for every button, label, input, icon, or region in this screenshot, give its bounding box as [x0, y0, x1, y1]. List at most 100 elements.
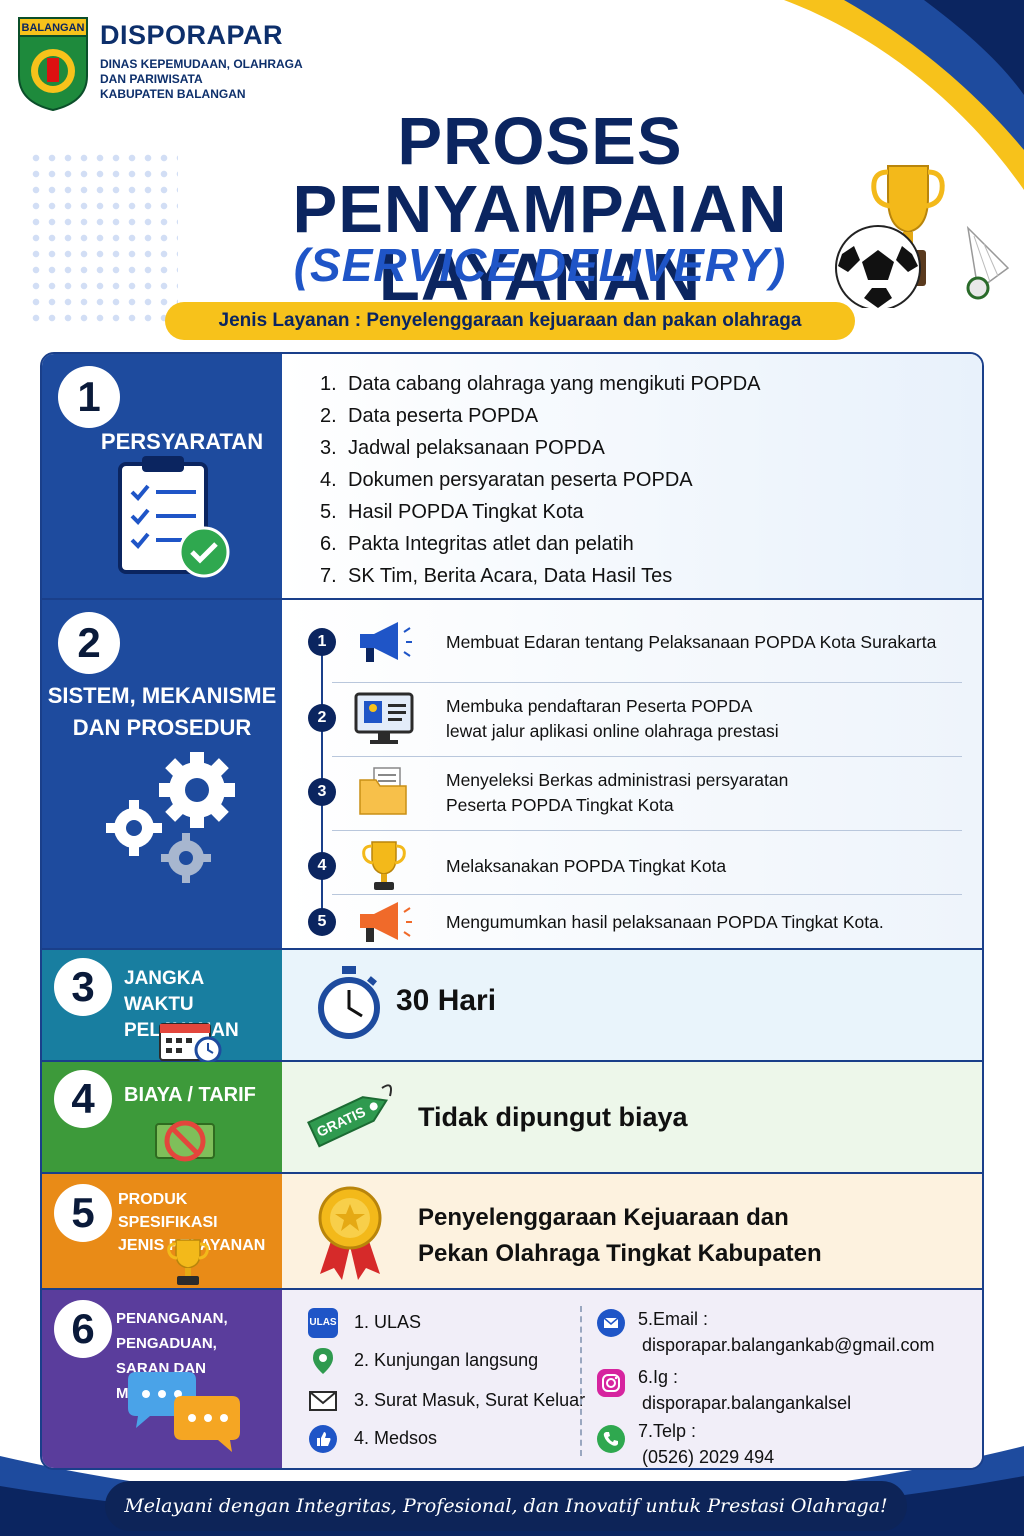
- step-text: Melaksanakan POPDA Tingkat Kota: [446, 856, 727, 876]
- list-item: 2.Data peserta POPDA: [320, 405, 539, 427]
- step-number: 4: [308, 852, 336, 880]
- section-number: 5: [54, 1184, 112, 1242]
- service-type-banner: Jenis Layanan : Penyelenggaraan kejuaraa…: [165, 302, 855, 340]
- section-4-content: GRATIS Tidak dipungut biaya: [282, 1062, 982, 1172]
- step-divider: [332, 682, 962, 683]
- section-4-header: 4 BIAYA / TARIF: [42, 1062, 282, 1172]
- section-persyaratan: 1 PERSYARATAN 1.Data cabang olahraga yan…: [42, 354, 982, 600]
- shield-logo-icon: BALANGAN: [18, 17, 88, 112]
- section-prosedur: 2 SISTEM, MEKANISME DAN PROSEDUR: [42, 600, 982, 950]
- phone-contact: 7.Telp : (0526) 2029 494: [638, 1421, 775, 1467]
- section-3-content: 30 Hari: [282, 950, 982, 1060]
- no-money-icon: [155, 1120, 215, 1162]
- channel-item: 2. Kunjungan langsung: [354, 1350, 539, 1370]
- list-item: 6.Pakta Integritas atlet dan pelatih: [320, 533, 634, 555]
- section-2-content: 1 Membuat Edaran tentang Pelaksanaan POP…: [282, 600, 982, 948]
- section-number: 2: [58, 612, 120, 674]
- section-produk: 5 PRODUK SPESIFIKASI JENIS PELAYANAN: [42, 1174, 982, 1290]
- channel-item: 4. Medsos: [354, 1428, 438, 1448]
- procedure-step: 5 Mengumumkan hasil pelaksanaan POPDA Ti…: [282, 892, 982, 952]
- footer-motto: Melayani dengan Integritas, Profesional,…: [105, 1481, 907, 1531]
- list-item: 1.Data cabang olahraga yang mengikuti PO…: [320, 373, 761, 395]
- phone-icon: [597, 1425, 625, 1453]
- step-divider: [332, 756, 962, 757]
- procedure-step: 3 Menyeleksi Berkas administrasi persyar…: [282, 762, 982, 822]
- step-text: Mengumumkan hasil pelaksanaan POPDA Ting…: [446, 912, 884, 932]
- step-text: Menyeleksi Berkas administrasi persyarat…: [446, 770, 789, 815]
- step-divider: [332, 894, 962, 895]
- trophy-icon: [362, 841, 406, 890]
- org-sub-line-3: KABUPATEN BALANGAN: [100, 87, 246, 101]
- shuttlecock-icon: [966, 225, 1010, 300]
- steps-connector: [321, 630, 323, 920]
- step-divider: [332, 830, 962, 831]
- email-contact: 5.Email : disporapar.balangankab@gmail.c…: [638, 1309, 935, 1355]
- envelope-icon: [309, 1391, 337, 1411]
- logo-text: BALANGAN: [22, 22, 85, 34]
- title-line-2: LAYANAN: [378, 240, 702, 315]
- gears-icon: [106, 752, 235, 883]
- section-number: 4: [54, 1070, 112, 1128]
- calendar-clock-icon: [159, 1023, 222, 1064]
- megaphone-icon: [360, 622, 412, 662]
- channel-item: 3. Surat Masuk, Surat Keluar: [354, 1390, 586, 1410]
- section-label: BIAYA / TARIF: [124, 1084, 256, 1106]
- service-table: 1 PERSYARATAN 1.Data cabang olahraga yan…: [40, 352, 984, 1470]
- procedure-step: 4 Melaksanakan POPDA Tingkat Kota: [282, 836, 982, 896]
- mail-icon: [597, 1309, 625, 1337]
- location-pin-icon: [313, 1348, 333, 1374]
- step-text: Membuka pendaftaran Peserta POPDA lewat …: [446, 696, 779, 741]
- product-value: Penyelenggaraan Kejuaraan dan Pekan Olah…: [418, 1204, 822, 1267]
- step-number: 5: [308, 908, 336, 936]
- section-5-header: 5 PRODUK SPESIFIKASI JENIS PELAYANAN: [42, 1174, 282, 1288]
- list-item: 3.Jadwal pelaksanaan POPDA: [320, 437, 605, 459]
- ulas-app-icon: ULAS: [308, 1308, 338, 1338]
- megaphone-icon: [360, 902, 412, 942]
- section-5-content: Penyelenggaraan Kejuaraan dan Pekan Olah…: [282, 1174, 982, 1288]
- requirements-list: 1.Data cabang olahraga yang mengikuti PO…: [320, 368, 760, 592]
- stopwatch-icon: [318, 966, 380, 1039]
- page-subtitle: (SERVICE DELIVERY): [293, 239, 787, 291]
- step-number: 3: [308, 778, 336, 806]
- list-item: 5.Hasil POPDA Tingkat Kota: [320, 501, 584, 523]
- list-item: 4.Dokumen persyaratan peserta POPDA: [320, 469, 693, 491]
- step-text: Membuat Edaran tentang Pelaksanaan POPDA…: [446, 632, 937, 652]
- medal-icon: [318, 1186, 382, 1280]
- contacts-divider: [580, 1306, 582, 1456]
- procedure-step: 2 Membuka pendaftaran Peserta POPDA lewa…: [282, 688, 982, 748]
- section-1-header: 1 PERSYARATAN: [42, 354, 282, 598]
- section-pengaduan: 6 PENANGANAN, PENGADUAN, SARAN DAN MASUK…: [42, 1290, 982, 1468]
- org-sub-line-1: DINAS KEPEMUDAAN, OLAHRAGA: [100, 57, 303, 71]
- org-sub-line-2: DAN PARIWISATA: [100, 72, 203, 86]
- page-title: PROSES PENYAMPAIAN LAYANAN: [150, 108, 930, 312]
- title-line-1: PROSES PENYAMPAIAN: [292, 104, 788, 247]
- section-jangka-waktu: 3 JANGKA WAKTU PELAYANAN 30 Hari: [42, 950, 982, 1064]
- section-number: 6: [54, 1300, 112, 1358]
- thumbs-up-icon: [309, 1425, 337, 1453]
- price-tag-icon: GRATIS: [307, 1084, 392, 1148]
- trophy-icon: [167, 1239, 209, 1285]
- instagram-contact: 6.Ig : disporapar.balangankalsel: [638, 1367, 852, 1413]
- folder-icon: [359, 767, 407, 815]
- procedure-step: 1 Membuat Edaran tentang Pelaksanaan POP…: [282, 614, 982, 674]
- org-title: DISPORAPAR: [100, 20, 284, 50]
- section-biaya: 4 BIAYA / TARIF GRATIS Tidak dipungut bi…: [42, 1062, 982, 1174]
- monitor-user-icon: [354, 692, 414, 744]
- section-2-header: 2 SISTEM, MEKANISME DAN PROSEDUR: [42, 600, 282, 948]
- channel-item: 1. ULAS: [354, 1312, 422, 1332]
- clipboard-check-icon: [118, 456, 230, 578]
- section-label: PERSYARATAN: [100, 429, 264, 454]
- duration-value: 30 Hari: [396, 984, 497, 1017]
- instagram-icon: [597, 1369, 625, 1397]
- step-number: 1: [308, 628, 336, 656]
- list-item: 7.SK Tim, Berita Acara, Data Hasil Tes: [320, 565, 673, 587]
- section-label: SISTEM, MEKANISME DAN PROSEDUR: [47, 683, 277, 740]
- chat-bubbles-icon: [128, 1372, 240, 1452]
- step-number: 2: [308, 704, 336, 732]
- section-3-header: 3 JANGKA WAKTU PELAYANAN: [42, 950, 282, 1064]
- section-number: 1: [58, 366, 120, 428]
- top-swoosh-decoration: [784, 0, 1024, 190]
- fee-value: Tidak dipungut biaya: [418, 1102, 688, 1132]
- section-6-content: ULAS 1. ULAS 2. Kunjungan langsung 3. Su…: [282, 1290, 982, 1468]
- section-6-header: 6 PENANGANAN, PENGADUAN, SARAN DAN MASUK…: [42, 1290, 282, 1468]
